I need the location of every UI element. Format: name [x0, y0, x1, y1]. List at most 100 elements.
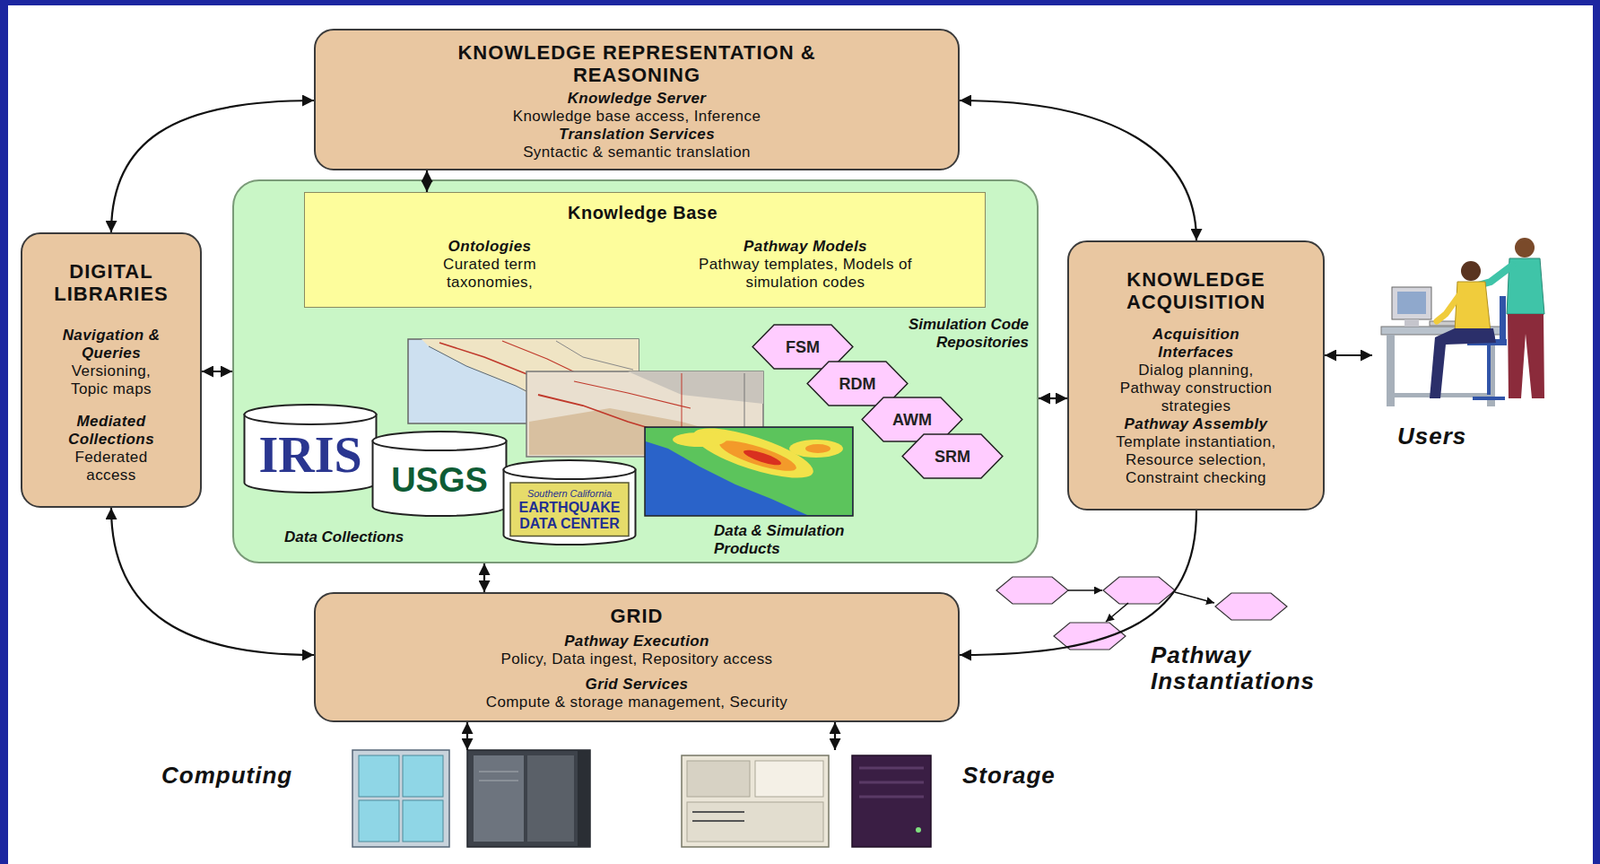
picture-node: Users [1372, 234, 1572, 460]
keyboard [1429, 321, 1464, 326]
picture-node: Computing [156, 749, 597, 856]
region-label: Simulation Code Repositories [858, 315, 1029, 352]
desk-top [1381, 326, 1503, 335]
connector-arrow [834, 721, 836, 750]
chair-post [1486, 345, 1491, 395]
box-title: Knowledge Base [304, 201, 981, 224]
subheading: Knowledge Server [567, 89, 707, 108]
server-cabinet [352, 749, 450, 847]
body-text: Syntactic & semantic translation [522, 143, 751, 162]
cylinder-top [504, 460, 636, 479]
body-text: Federated access [52, 448, 170, 485]
body-text: Versioning, Topic maps [52, 362, 170, 399]
storage-cabinet [852, 755, 931, 847]
logo-text: USGS [391, 460, 488, 499]
person-shirt [1506, 258, 1545, 314]
subheading: Pathway Execution [564, 632, 710, 651]
server-door [527, 755, 574, 842]
box-title: KNOWLEDGE REPRESENTATION & REASONING [430, 41, 844, 87]
desk-bar [1386, 392, 1496, 398]
cylinder-body [373, 441, 507, 517]
storage-slot [692, 810, 745, 813]
storage-stripe [859, 766, 924, 770]
body-text: Pathway templates, Models of simulation … [679, 255, 931, 292]
server-side [577, 749, 591, 847]
logo-text: EARTHQUAKE DATA CENTER [512, 499, 627, 532]
person-trousers [1429, 328, 1496, 399]
person-arm [1436, 291, 1462, 322]
cylinder-body [504, 469, 636, 546]
process-box: KNOWLEDGE ACQUISITIONAcquisition Interfa… [1067, 240, 1325, 511]
connector-arrow [466, 721, 469, 750]
hexagon-label: AWM [892, 409, 932, 430]
connector-arrow [201, 370, 233, 373]
hexagon-outline [902, 434, 1003, 479]
subheading: Pathway Models [670, 237, 940, 256]
hexagon-label: SRM [934, 446, 971, 467]
pathway-arrow [1174, 591, 1215, 603]
desk-leg [1486, 334, 1496, 407]
server-vent [478, 770, 519, 773]
storage-cabinet [681, 755, 829, 847]
connector-arrow [1324, 354, 1373, 357]
connector-arrow [483, 563, 486, 592]
subheading: Translation Services [558, 125, 715, 144]
server-panel [358, 800, 400, 842]
chair-seat [1467, 339, 1507, 346]
pathway-arrow [1105, 602, 1129, 622]
region-panel: Simulation Code RepositoriesData Collect… [232, 179, 1039, 564]
person-trousers [1507, 313, 1545, 399]
body-text: Curated term taxonomies, [422, 255, 557, 292]
body-text: Compute & storage management, Security [486, 693, 788, 712]
server-panel [358, 755, 400, 797]
pathway-hexagon [1215, 592, 1287, 620]
subheading: Mediated Collections [52, 412, 170, 449]
subheading: Navigation & Queries [52, 326, 170, 363]
pathway-hexagon [996, 576, 1069, 604]
storage-stripe [859, 781, 924, 784]
picture-caption: Computing [161, 762, 319, 789]
storage-light [915, 826, 922, 833]
server-cabinet [467, 749, 591, 847]
subheading: Grid Services [585, 675, 689, 694]
cylinder-body [244, 414, 377, 493]
subheading: Ontologies [391, 237, 589, 256]
process-box: KNOWLEDGE REPRESENTATION & REASONING Know… [313, 28, 960, 171]
body-text: Policy, Data ingest, Repository access [500, 650, 773, 669]
region-label: Data & Simulation Products [713, 521, 907, 558]
logo-panel [510, 482, 629, 537]
connector-arrow [1038, 397, 1068, 400]
logo-text: IRIS [258, 427, 362, 482]
server-panel [402, 800, 444, 842]
pathway-hexagon [1053, 622, 1126, 650]
picture-caption: Users [1397, 423, 1532, 450]
desk-leg [1386, 334, 1395, 407]
code-hexagon: SRM [901, 433, 1004, 479]
process-box: GRIDPathway ExecutionPolicy, Data ingest… [313, 591, 960, 722]
box-title: KNOWLEDGE ACQUISITION [1076, 268, 1316, 314]
computing-servers [352, 749, 591, 847]
picture-node: Storage [677, 749, 1085, 856]
pathway-instantiations [996, 576, 1287, 650]
database-cylinder: IRIS [243, 403, 378, 494]
pathway-arrow [1068, 589, 1103, 592]
server-door [473, 755, 524, 842]
person-head [1514, 237, 1535, 258]
hexagon-label: RDM [839, 373, 877, 394]
process-box: DIGITAL LIBRARIES Navigation & QueriesVer… [20, 232, 202, 508]
hexagon-label: FSM [785, 337, 820, 357]
monitor-stand [1404, 319, 1419, 327]
database-cylinder: USGS [371, 430, 508, 517]
box-title: DIGITAL LIBRARIES [30, 260, 192, 305]
chair-base [1472, 396, 1505, 400]
storage-units [681, 755, 931, 847]
region-label: Data Collections [284, 528, 482, 547]
users-figure [1381, 237, 1545, 407]
storage-panel [755, 760, 824, 797]
person-head [1460, 260, 1481, 281]
body-text: Template instantiation, Resource selecti… [1108, 433, 1284, 487]
storage-slot [692, 819, 745, 822]
picture-caption: Storage [962, 762, 1079, 789]
body-text: Dialog planning, Pathway construction st… [1111, 361, 1282, 416]
